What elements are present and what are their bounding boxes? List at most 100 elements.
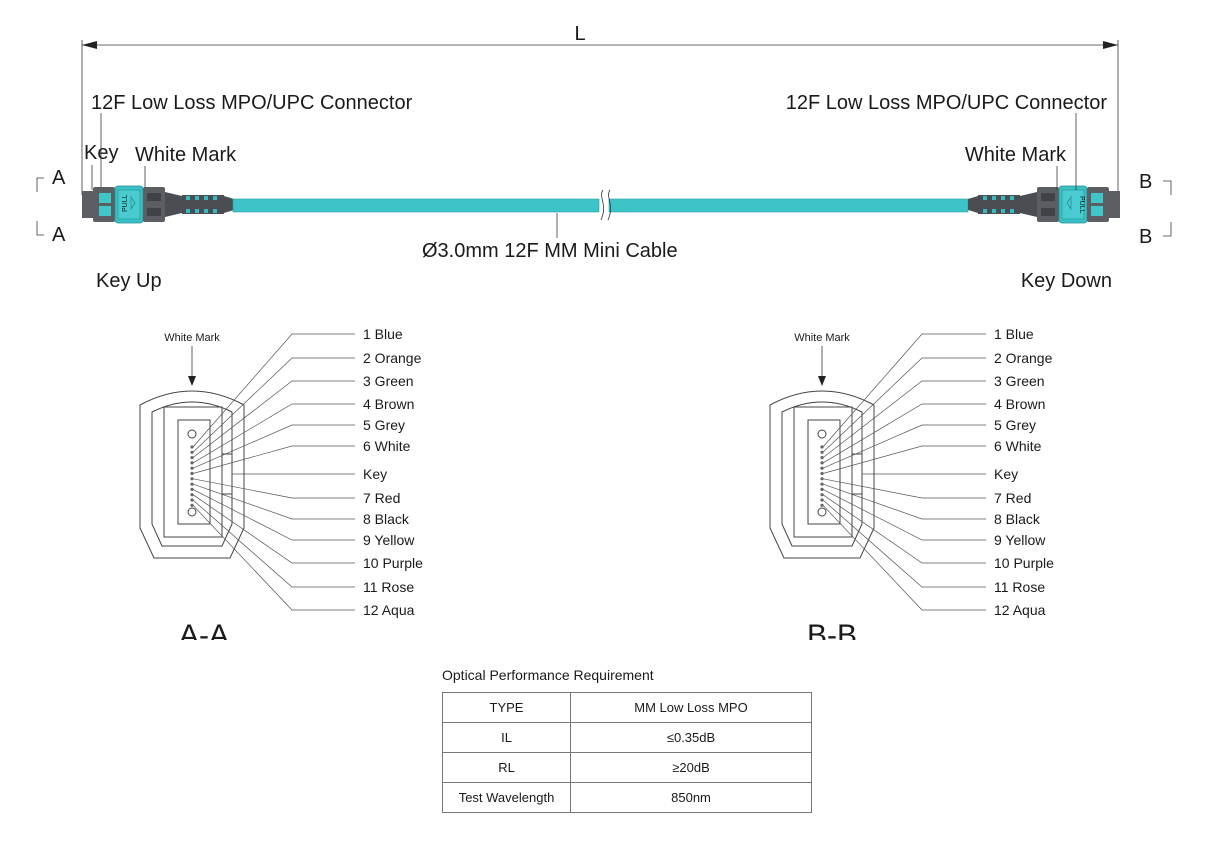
- fiber-label: 10 Purple: [363, 555, 423, 571]
- section-marker-a: A A: [36, 167, 66, 246]
- fiber-label: 6 White: [994, 438, 1042, 454]
- table-cell: ≥20dB: [570, 752, 812, 783]
- fiber-dot: [190, 477, 194, 481]
- fiber-dot: [820, 477, 824, 481]
- fiber-label: 3 Green: [994, 373, 1045, 389]
- leader-line: [822, 478, 986, 499]
- table-cell: TYPE: [442, 692, 571, 723]
- right-white-mark-label: White Mark: [965, 144, 1067, 166]
- table-cell: ≤0.35dB: [570, 722, 812, 753]
- section-b-white-mark-label: White Mark: [794, 332, 850, 344]
- leader-line: [822, 333, 986, 448]
- leader-line: [822, 424, 986, 469]
- fiber-dots: [190, 445, 194, 507]
- fiber-label: 12 Aqua: [994, 602, 1046, 618]
- section-letter-b-top: B: [1139, 171, 1152, 193]
- break-mark-icon: [600, 189, 604, 221]
- fiber-label: 2 Orange: [363, 350, 422, 366]
- leader-line: [822, 499, 986, 588]
- fiber-label: 12 Aqua: [363, 602, 415, 618]
- length-dimension: L: [81, 23, 1119, 195]
- white-mark-arrow-icon: [188, 376, 196, 386]
- leader-line: [192, 494, 355, 564]
- fiber-label: 1 Blue: [994, 326, 1034, 342]
- length-label: L: [574, 23, 585, 45]
- table-row: IL ≤0.35dB: [442, 722, 812, 753]
- guide-hole-top: [817, 429, 827, 439]
- fiber-dot: [820, 493, 824, 497]
- white-mark-arrow-icon: [818, 376, 826, 386]
- fiber-label: 11 Rose: [994, 579, 1045, 595]
- leader-line: [822, 489, 986, 541]
- fiber-label: 8 Black: [363, 511, 410, 527]
- left-connector-title: 12F Low Loss MPO/UPC Connector: [91, 92, 413, 114]
- fiber-dot: [820, 487, 824, 491]
- fiber-dot: [820, 456, 824, 460]
- performance-title: Optical Performance Requirement: [442, 667, 654, 683]
- fiber-dot: [820, 482, 824, 486]
- guide-hole-bottom: [817, 507, 827, 517]
- section-a-title: A-A: [179, 619, 229, 640]
- left-pull-label: PULL: [122, 194, 129, 212]
- fiber-dot: [190, 471, 194, 476]
- leader-line: [822, 505, 986, 611]
- fiber-label: 9 Yellow: [363, 532, 415, 548]
- leader-line: [192, 403, 355, 464]
- leader-line: [822, 357, 986, 453]
- leader-line: [192, 445, 355, 474]
- leader-line: [822, 494, 986, 564]
- fiber-dot: [820, 498, 824, 502]
- fiber-dot: [190, 498, 194, 502]
- table-cell: MM Low Loss MPO: [570, 692, 812, 723]
- performance-table: TYPE MM Low Loss MPO IL ≤0.35dB RL ≥20dB…: [442, 692, 812, 813]
- leader-line: [192, 483, 355, 520]
- section-b-b: White Mark 1 Blue 2 Orange 3 Green 4 Brown 5…: [769, 326, 1054, 640]
- right-pull-label: PULL: [1078, 196, 1085, 214]
- table-cell: IL: [442, 722, 571, 753]
- section-letter-a-top: A: [52, 167, 66, 189]
- cable: Ø3.0mm 12F MM Mini Cable: [232, 189, 969, 262]
- ferrule-housing-outline: [139, 390, 245, 559]
- fiber-label: 5 Grey: [994, 417, 1036, 433]
- right-orientation-label: Key Down: [1021, 270, 1112, 292]
- fiber-label: 7 Red: [363, 490, 400, 506]
- fiber-label: 1 Blue: [363, 326, 403, 342]
- arrow-left-icon: [82, 41, 97, 49]
- fiber-label: 3 Green: [363, 373, 414, 389]
- fiber-dot: [190, 461, 194, 465]
- fiber-labels: 1 Blue 2 Orange 3 Green 4 Brown 5 Grey 6 Whit…: [363, 326, 423, 618]
- fiber-label: 4 Brown: [994, 396, 1045, 412]
- section-letter-b-bottom: B: [1139, 226, 1152, 248]
- section-marker-b: B B: [1139, 171, 1172, 248]
- section-letter-a-bottom: A: [52, 224, 66, 246]
- left-orientation-label: Key Up: [96, 270, 162, 292]
- fiber-label: 6 White: [363, 438, 411, 454]
- leader-line: [192, 357, 355, 453]
- fiber-leader-lines: [192, 333, 355, 611]
- fiber-dot: [820, 466, 824, 470]
- leader-line: [822, 380, 986, 458]
- fiber-dot: [190, 445, 194, 449]
- leader-line: [822, 483, 986, 520]
- fiber-dot: [190, 450, 194, 454]
- fiber-dot: [820, 503, 824, 507]
- leader-line: [192, 499, 355, 588]
- fiber-label: 2 Orange: [994, 350, 1053, 366]
- fiber-label: 4 Brown: [363, 396, 414, 412]
- fiber-dot: [190, 482, 194, 486]
- cable-label: Ø3.0mm 12F MM Mini Cable: [422, 240, 678, 262]
- fiber-labels: 1 Blue 2 Orange 3 Green 4 Brown 5 Grey 6 Whit…: [994, 326, 1054, 618]
- table-cell: RL: [442, 752, 571, 783]
- fiber-dot: [190, 503, 194, 507]
- fiber-dot: [820, 445, 824, 449]
- cable-assembly-drawing: L 12F Low Loss MPO/UPC Connector Key Whi…: [36, 23, 1172, 640]
- fiber-dot: [190, 466, 194, 470]
- fiber-label: 5 Grey: [363, 417, 405, 433]
- leader-line: [822, 445, 986, 474]
- fiber-dot: [820, 450, 824, 454]
- key-rectangle: [221, 453, 233, 495]
- guide-hole-bottom: [187, 507, 197, 517]
- fiber-dot: [190, 456, 194, 460]
- section-a-white-mark-label: White Mark: [164, 332, 220, 344]
- fiber-label: 10 Purple: [994, 555, 1054, 571]
